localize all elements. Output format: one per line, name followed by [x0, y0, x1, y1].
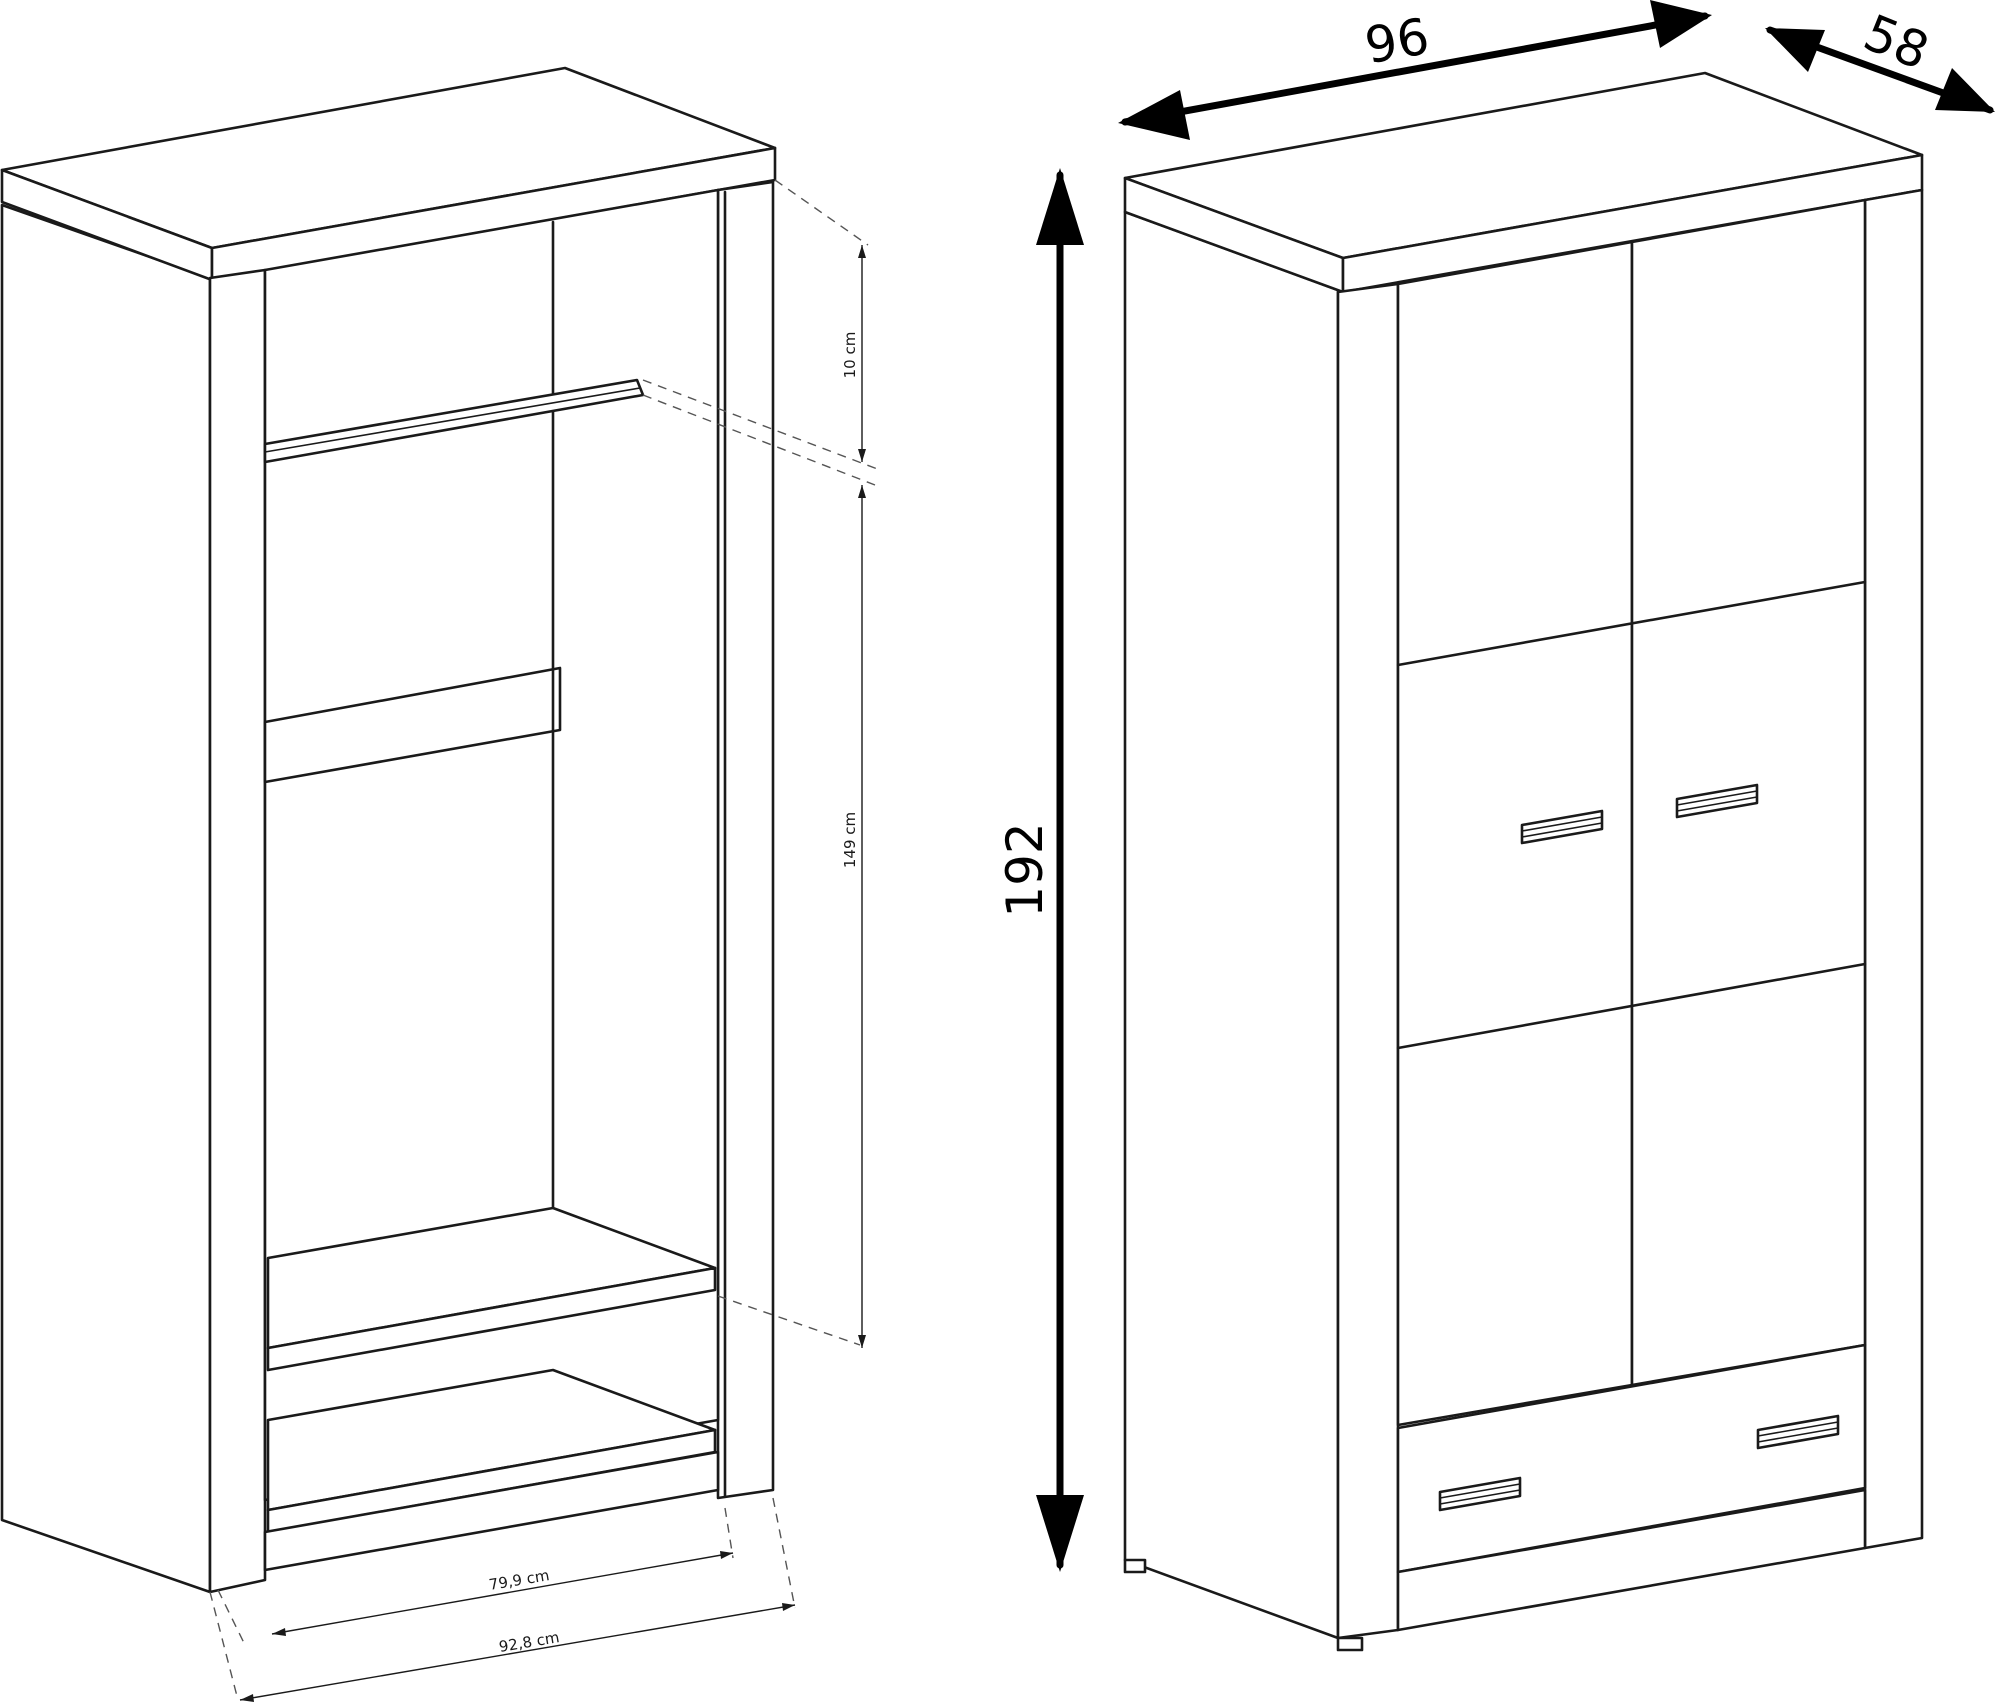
hanging-height-dimension: 149 cm: [841, 485, 866, 1348]
door-left[interactable]: [1396, 240, 1634, 1427]
inner-width-dimension: 79,9 cm: [271, 1551, 734, 1636]
outer-width-label: 92,8 cm: [498, 1628, 561, 1656]
foot: [1336, 1636, 1364, 1652]
back-panel: [263, 188, 720, 1502]
height-label: 192: [996, 822, 1054, 917]
door-handle-right[interactable]: [1675, 783, 1759, 819]
front-left-post: [208, 268, 267, 1594]
plinth: [263, 1450, 720, 1572]
width-label: 96: [1361, 7, 1434, 75]
side-panel: [0, 203, 212, 1594]
drawer-handle-right[interactable]: [1756, 1414, 1840, 1450]
height-dimension: 192: [996, 168, 1084, 1572]
inner-width-label: 79,9 cm: [488, 1566, 551, 1594]
open-wardrobe: 10 cm 149 cm 79,9 cm 92,8 cm: [0, 66, 881, 1702]
front-left-post: [1336, 282, 1400, 1640]
rail-gap-label: 10 cm: [841, 332, 859, 379]
plinth: [1396, 1488, 1867, 1632]
drawer[interactable]: [1396, 1343, 1867, 1574]
depth-dimension: 58: [1765, 3, 1995, 114]
foot: [1123, 1558, 1147, 1574]
side-panel: [1123, 210, 1340, 1640]
outer-width-dimension: 92,8 cm: [239, 1603, 796, 1702]
hanging-height-label: 149 cm: [841, 812, 859, 868]
right-post: [1863, 188, 1924, 1550]
width-dimension: 96: [1118, 0, 1712, 140]
drawer-handle-left[interactable]: [1438, 1476, 1522, 1512]
door-handle-left[interactable]: [1520, 809, 1604, 845]
rail-gap-dimension: 10 cm: [841, 245, 866, 462]
middle-bar: [263, 666, 562, 784]
closed-wardrobe: 96 58 192: [996, 0, 1995, 1652]
